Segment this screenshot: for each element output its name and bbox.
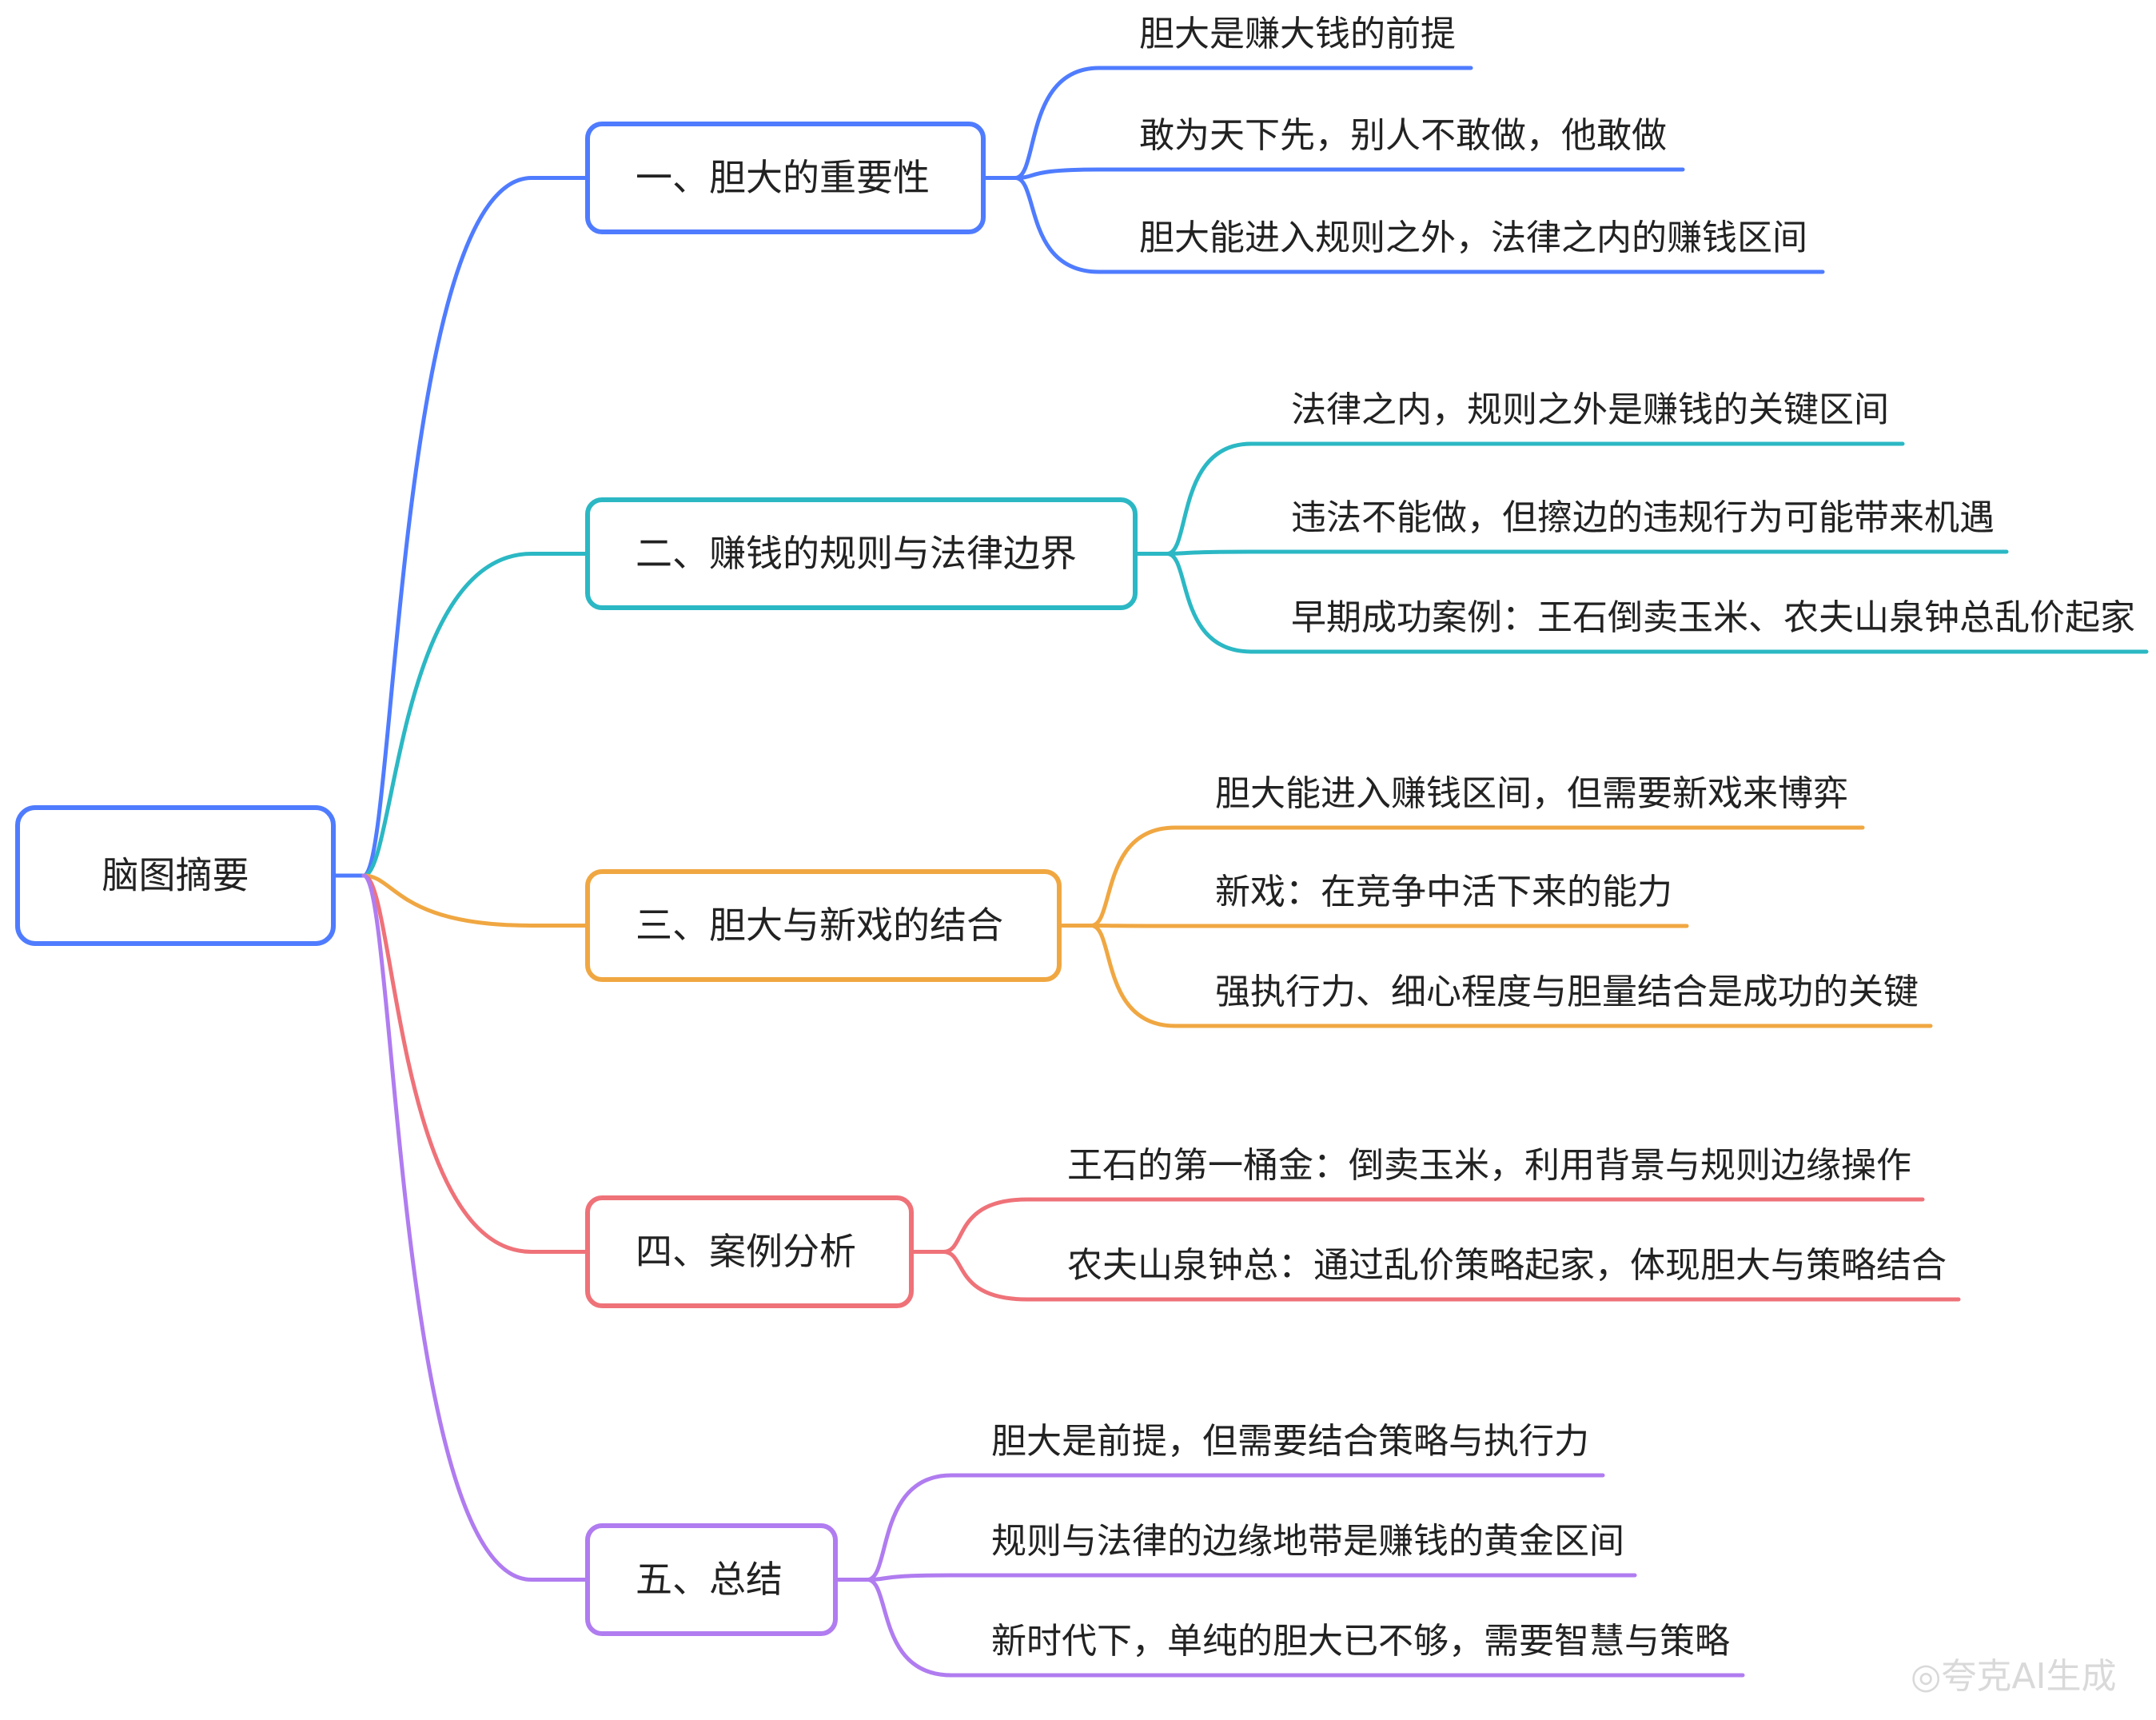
- leaf-3-1-connector: [1089, 825, 1178, 928]
- leaf-1-3-connector: [1013, 176, 1102, 274]
- leaf-3-3-connector: [1089, 924, 1178, 1028]
- branch-node-5[interactable]: 五、总结: [585, 1523, 838, 1636]
- leaf-1-1-connector: [1013, 66, 1102, 180]
- leaf-2-1-connector: [1165, 441, 1253, 556]
- leaf-3-2-connector: [1089, 924, 1178, 928]
- branch-1-connector: [361, 176, 590, 878]
- leaf-5-2-label[interactable]: 规则与法律的边缘地带是赚钱的黄金区间: [991, 1521, 1624, 1562]
- root-node-label: 脑图摘要: [102, 854, 249, 897]
- root-node-box: [15, 805, 336, 946]
- leaf-5-2-connector: [865, 1573, 954, 1582]
- root-node[interactable]: 脑图摘要: [15, 805, 336, 946]
- branch-node-2-box: [585, 497, 1138, 610]
- leaf-3-2-label[interactable]: 新戏：在竞争中活下来的能力: [1215, 872, 1672, 912]
- branch-node-2[interactable]: 二、赚钱的规则与法律边界: [585, 497, 1138, 610]
- branch-node-5-box: [585, 1523, 838, 1636]
- branch-node-4[interactable]: 四、案例分析: [585, 1195, 914, 1308]
- watermark-text: ◎夸克AI生成: [1911, 1656, 2117, 1697]
- leaf-5-3-label[interactable]: 新时代下，单纯的胆大已不够，需要智慧与策略: [991, 1621, 1730, 1662]
- leaf-5-1-label[interactable]: 胆大是前提，但需要结合策略与执行力: [991, 1421, 1589, 1462]
- branch-3-connector: [361, 873, 590, 928]
- branch-node-4-label: 四、案例分析: [636, 1230, 856, 1273]
- leaf-5-3-connector: [865, 1578, 954, 1678]
- leaf-3-1-label[interactable]: 胆大能进入赚钱区间，但需要新戏来博弈: [1215, 773, 1848, 814]
- branch-node-1-box: [585, 122, 986, 234]
- branch-node-4-box: [585, 1195, 914, 1308]
- branch-node-2-label: 二、赚钱的规则与法律边界: [636, 532, 1077, 575]
- branch-node-3-box: [585, 869, 1062, 982]
- leaf-4-2-connector: [941, 1250, 1030, 1302]
- leaf-1-1-label[interactable]: 胆大是赚大钱的前提: [1139, 14, 1456, 54]
- leaf-1-2-connector: [1013, 167, 1102, 180]
- leaf-2-3-connector: [1165, 552, 1253, 654]
- branch-4-connector: [361, 873, 590, 1254]
- branch-node-3-label: 三、胆大与新戏的结合: [636, 904, 1003, 947]
- leaf-5-1-connector: [865, 1473, 954, 1582]
- branch-2-connector: [361, 552, 590, 878]
- leaf-1-3-label[interactable]: 胆大能进入规则之外，法律之内的赚钱区间: [1139, 217, 1807, 258]
- leaf-3-3-label[interactable]: 强执行力、细心程度与胆量结合是成功的关键: [1215, 972, 1919, 1012]
- leaf-2-1-label[interactable]: 法律之内，规则之外是赚钱的关键区间: [1291, 389, 1889, 430]
- leaf-2-3-label[interactable]: 早期成功案例：王石倒卖玉米、农夫山泉钟总乱价起家: [1291, 597, 2135, 638]
- leaf-2-2-connector: [1165, 549, 1253, 556]
- connectors: [331, 66, 2149, 1678]
- branch-node-5-label: 五、总结: [636, 1558, 783, 1601]
- branch-node-1[interactable]: 一、胆大的重要性: [585, 122, 986, 234]
- branch-node-1-label: 一、胆大的重要性: [636, 156, 930, 199]
- nodes: 脑图摘要 一、胆大的重要性 胆大是赚大钱的前提敢为天下先，别人不敢做，他敢做胆大能进…: [15, 14, 2135, 1662]
- branch-5-connector: [361, 873, 590, 1582]
- leaf-1-2-label[interactable]: 敢为天下先，别人不敢做，他敢做: [1139, 115, 1667, 156]
- leaf-4-1-label[interactable]: 王石的第一桶金：倒卖玉米，利用背景与规则边缘操作: [1067, 1145, 1911, 1186]
- branch-node-3[interactable]: 三、胆大与新戏的结合: [585, 869, 1062, 982]
- leaf-4-1-connector: [941, 1197, 1030, 1254]
- leaf-4-2-label[interactable]: 农夫山泉钟总：通过乱价策略起家，体现胆大与策略结合: [1067, 1245, 1947, 1286]
- leaf-2-2-label[interactable]: 违法不能做，但擦边的违规行为可能带来机遇: [1291, 497, 1995, 538]
